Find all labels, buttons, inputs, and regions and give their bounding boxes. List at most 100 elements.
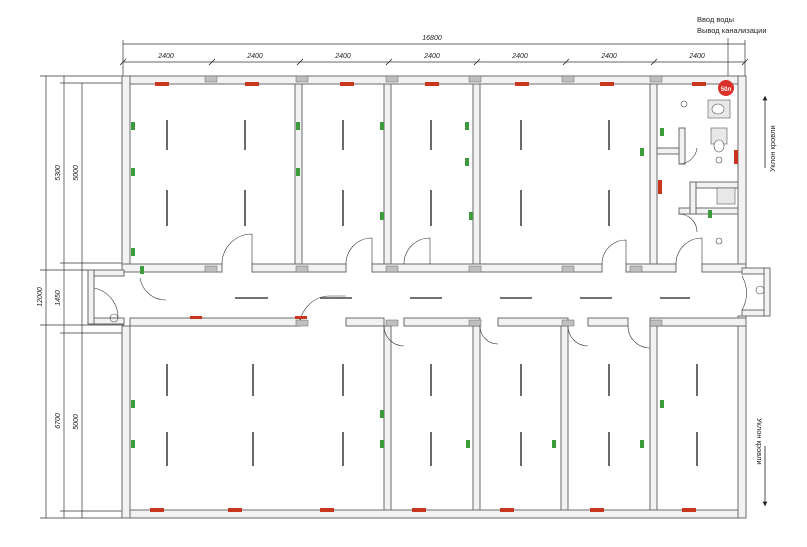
water-inlet-label: Ввод воды: [697, 15, 734, 24]
door-frame-block: [561, 265, 575, 273]
top-segment-5: 2400: [511, 53, 528, 60]
door-frame-block: [561, 75, 575, 83]
outlet-icon: [380, 440, 384, 448]
left-dimension-lines: [40, 75, 124, 519]
heater-icon: [412, 508, 426, 512]
door-frame-block: [385, 75, 399, 83]
heater-icon: [682, 508, 696, 512]
top-total-dimension: 16800: [422, 35, 442, 42]
outlet-icon: [380, 122, 384, 130]
left-outer-6700: 6700: [55, 413, 62, 429]
dim-tick: [208, 58, 216, 66]
sewer-outlet-label: Вывод канализации: [697, 26, 767, 35]
door-frames: [204, 75, 663, 327]
dim-tick: [562, 58, 570, 66]
top-segment-2: 2400: [246, 53, 263, 60]
heater-icon: [295, 316, 307, 319]
heater-icon: [590, 508, 604, 512]
door-frame-block: [295, 75, 309, 83]
outlet-icon: [296, 168, 300, 176]
doors: [139, 147, 747, 349]
door-frame-block: [468, 75, 482, 83]
outlet-icon: [552, 440, 556, 448]
heater-icon: [320, 508, 334, 512]
outlet-icon: [465, 122, 469, 130]
outlet-icon: [380, 212, 384, 220]
heater-icon: [155, 82, 169, 86]
door-frame-block: [561, 319, 575, 327]
boiler-icon: [718, 80, 734, 96]
door-frame-block: [468, 319, 482, 327]
outlet-icon: [131, 122, 135, 130]
sink-2-icon: [716, 187, 736, 205]
door-frame-block: [649, 319, 663, 327]
heater-icon: [600, 82, 614, 86]
roof-slope-bottom-label: Уклон кровли: [755, 418, 764, 465]
dim-tick: [119, 58, 127, 66]
door-frame-block: [385, 265, 399, 273]
drain-5-icon: [755, 285, 765, 295]
ceiling-lamps: [166, 120, 698, 466]
heater-icon: [150, 508, 164, 512]
roof-slope-top-label: Уклон кровли: [768, 125, 777, 172]
left-vestibule: [87, 269, 125, 325]
heater-icon: [500, 508, 514, 512]
left-total-dimension: 12000: [37, 287, 44, 307]
outlet-icon: [469, 212, 473, 220]
outlet-icon: [466, 440, 470, 448]
left-outer-5300: 5300: [55, 165, 62, 181]
outlet-icon: [660, 128, 664, 136]
left-inner-5000-bottom: 5000: [73, 414, 80, 430]
outlet-icon: [131, 248, 135, 256]
outlet-icon: [296, 122, 300, 130]
left-outer-1450: 1450: [55, 290, 62, 306]
top-segment-3: 2400: [334, 53, 351, 60]
boiler-label: 50л: [721, 87, 732, 93]
door-frame-block: [295, 265, 309, 273]
wall-outlets: [131, 122, 712, 448]
heater-icon: [228, 508, 242, 512]
heater-icon: [190, 316, 202, 319]
dim-tick: [650, 58, 658, 66]
door-frame-block: [204, 75, 218, 83]
corridor-walls: [121, 263, 747, 327]
left-inner-5000-top: 5000: [73, 165, 80, 181]
drain-4-icon: [109, 313, 119, 323]
outlet-icon: [140, 266, 144, 274]
dim-tick: [473, 58, 481, 66]
heater-icon: [515, 82, 529, 86]
door-frame-block: [295, 319, 309, 327]
drain-2-icon: [715, 156, 723, 164]
outlet-icon: [660, 400, 664, 408]
door-frame-block: [204, 265, 218, 273]
door-frame-block: [649, 75, 663, 83]
heater-icon: [425, 82, 439, 86]
top-dimension-lines: [119, 40, 749, 78]
top-segment-6: 2400: [600, 53, 617, 60]
bathroom-fixtures: 50л: [109, 80, 765, 323]
outlet-icon: [465, 158, 469, 166]
heater-icon: [692, 82, 706, 86]
outlet-icon: [380, 410, 384, 418]
top-segment-4: 2400: [423, 53, 440, 60]
outlet-icon: [131, 168, 135, 176]
drain-3-icon: [715, 237, 723, 245]
door-frame-block: [468, 265, 482, 273]
heater-icon: [340, 82, 354, 86]
upper-partitions: [294, 83, 739, 265]
dim-tick: [296, 58, 304, 66]
outlet-icon: [640, 440, 644, 448]
dim-tick: [385, 58, 393, 66]
door-frame-block: [385, 319, 399, 327]
right-vestibule: [741, 267, 771, 317]
outlet-icon: [640, 148, 644, 156]
door-frame-block: [629, 265, 643, 273]
outlet-icon: [131, 440, 135, 448]
drain-icon: [680, 100, 688, 108]
top-segment-7: 2400: [688, 53, 705, 60]
dim-tick: [741, 58, 749, 66]
lower-partitions: [383, 325, 658, 511]
outlet-icon: [131, 400, 135, 408]
heater-icon: [245, 82, 259, 86]
